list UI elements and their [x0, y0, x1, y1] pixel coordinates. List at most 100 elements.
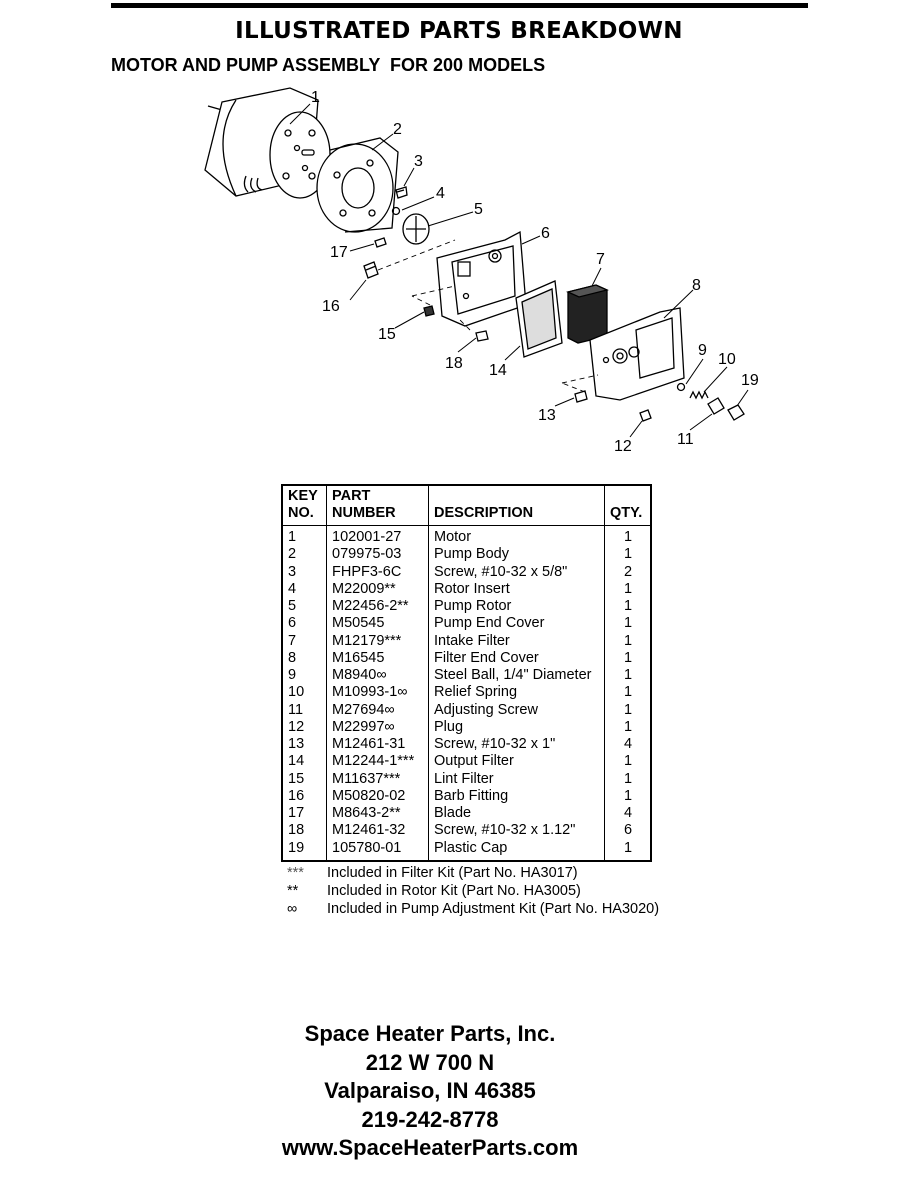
cell-qty: 1	[604, 770, 652, 788]
page-title: ILLUSTRATED PARTS BREAKDOWN	[235, 18, 683, 44]
callout-1: 1	[311, 89, 320, 106]
cell-description: Filter End Cover	[428, 649, 605, 667]
cell-part-number: M10993-1∞	[326, 684, 429, 702]
cell-description: Relief Spring	[428, 684, 605, 702]
cell-description: Blade	[428, 805, 605, 823]
cell-part-number: M22456-2**	[326, 598, 429, 616]
cell-qty: 1	[604, 839, 652, 861]
cell-description: Plastic Cap	[428, 839, 605, 861]
cell-key: 19	[281, 839, 327, 861]
cell-qty: 4	[604, 805, 652, 823]
cell-part-number: M22997∞	[326, 718, 429, 736]
cell-key: 13	[281, 736, 327, 754]
cell-part-number: M22009**	[326, 580, 429, 598]
header-part-number: PART NUMBER	[326, 484, 429, 526]
footnote-symbol: **	[287, 883, 299, 899]
motor-drawing	[204, 87, 331, 199]
cell-part-number: 079975-03	[326, 546, 429, 564]
cell-key: 3	[281, 563, 327, 581]
output-filter-drawing	[515, 280, 563, 358]
callout-18: 18	[445, 355, 463, 372]
cell-part-number: M27694∞	[326, 701, 429, 719]
footnote-symbol: ∞	[287, 901, 298, 917]
cell-qty: 1	[604, 787, 652, 805]
pump-end-cover-drawing	[436, 230, 527, 327]
footnote-filter-kit: ***Included in Filter Kit (Part No. HA30…	[287, 864, 659, 882]
cell-part-number: FHPF3-6C	[326, 563, 429, 581]
cell-part-number: M16545	[326, 649, 429, 667]
cell-part-number: M12461-32	[326, 822, 429, 840]
cell-key: 14	[281, 753, 327, 771]
city-state-zip: Valparaiso, IN 46385	[324, 1078, 536, 1103]
cell-qty: 1	[604, 701, 652, 719]
cell-part-number: M50545	[326, 615, 429, 633]
callout-4: 4	[436, 185, 445, 202]
cell-key: 9	[281, 667, 327, 685]
callout-15: 15	[378, 326, 396, 343]
footnote-pump-adjustment-kit: ∞Included in Pump Adjustment Kit (Part N…	[287, 900, 659, 918]
cell-key: 16	[281, 787, 327, 805]
callout-11: 11	[677, 431, 694, 448]
cell-qty: 1	[604, 615, 652, 633]
pump-body-drawing	[316, 137, 399, 233]
exploded-parts-diagram: 1 2 3 4 5 6 7 8 9 10 11 12 13 14 15 16 1…	[204, 87, 759, 455]
cell-description: Output Filter	[428, 753, 605, 771]
callout-3: 3	[414, 153, 423, 170]
cell-key: 6	[281, 615, 327, 633]
cell-key: 1	[281, 525, 327, 547]
footnote-text: Included in Rotor Kit (Part No. HA3005)	[327, 883, 581, 899]
cell-description: Pump Rotor	[428, 598, 605, 616]
table-header-row: KEY NO. PART NUMBER DESCRIPTION QTY.	[281, 484, 652, 526]
phone-number: 219-242-8778	[361, 1106, 499, 1132]
header-description: DESCRIPTION	[428, 484, 605, 526]
callout-16: 16	[322, 298, 340, 315]
cell-key: 17	[281, 805, 327, 823]
callout-2: 2	[393, 121, 402, 138]
cell-key: 15	[281, 770, 327, 788]
cell-part-number: 102001-27	[326, 525, 429, 547]
cell-part-number: M12244-1***	[326, 753, 429, 771]
footnote-text: Included in Filter Kit (Part No. HA3017)	[327, 865, 578, 881]
cell-qty: 6	[604, 822, 652, 840]
callout-5: 5	[474, 201, 483, 218]
callout-12: 12	[614, 438, 632, 455]
cell-qty: 1	[604, 546, 652, 564]
cell-key: 8	[281, 649, 327, 667]
cell-qty: 1	[604, 667, 652, 685]
cell-description: Rotor Insert	[428, 580, 605, 598]
footnote-rotor-kit: ** Included in Rotor Kit (Part No. HA3005…	[287, 882, 659, 900]
filter-end-cover-drawing	[589, 307, 685, 401]
cell-key: 11	[281, 701, 327, 719]
website-link[interactable]: www.SpaceHeaterParts.com	[281, 1135, 579, 1160]
cell-part-number: M12179***	[326, 632, 429, 650]
top-rule	[111, 3, 808, 8]
cell-part-number: 105780-01	[326, 839, 429, 861]
cell-key: 10	[281, 684, 327, 702]
cell-description: Adjusting Screw	[428, 701, 605, 719]
callout-17: 17	[330, 244, 348, 261]
cell-description: Screw, #10-32 x 1.12"	[428, 822, 605, 840]
cell-qty: 1	[604, 632, 652, 650]
cell-description: Pump Body	[428, 546, 605, 564]
street-address: 212 W 700 N	[365, 1049, 495, 1075]
section-subtitle: MOTOR AND PUMP ASSEMBLY FOR 200 MODELS	[111, 55, 546, 75]
cell-qty: 4	[604, 736, 652, 754]
callout-13: 13	[538, 407, 556, 424]
